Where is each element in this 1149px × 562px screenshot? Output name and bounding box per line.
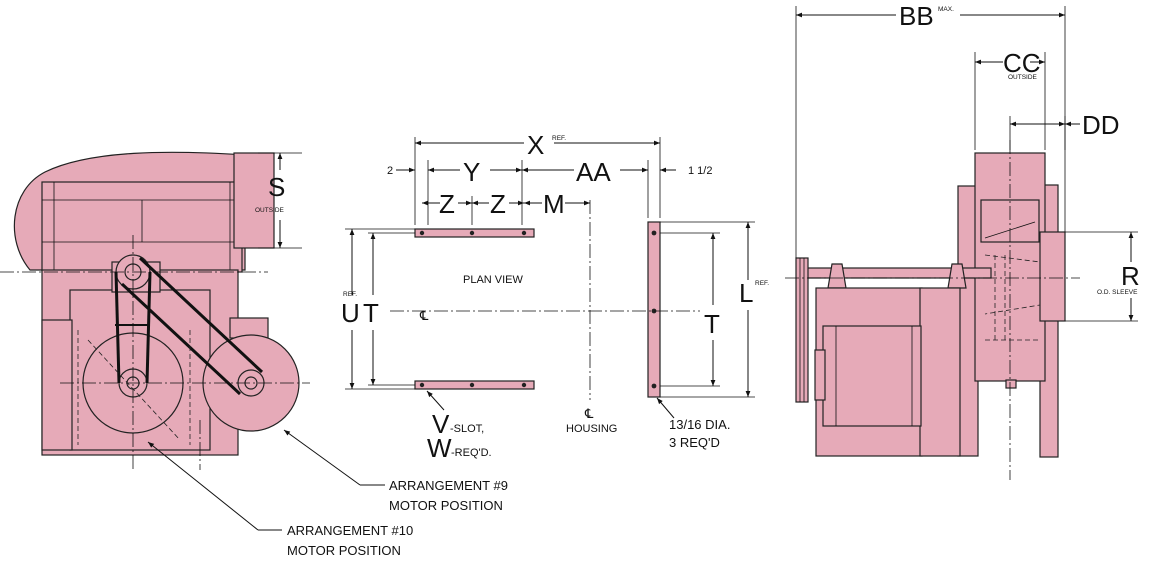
dim-dd: DD — [1009, 110, 1120, 150]
dim-1-5-label: 1 1/2 — [688, 165, 712, 177]
dim-x: X REF. — [414, 130, 661, 225]
dim-row-y: 2 Y AA 1 1/2 — [387, 157, 712, 225]
front-view — [0, 151, 310, 470]
dim-t-left-label: T — [363, 298, 379, 328]
rail-bottom — [414, 380, 535, 390]
housing-label: HOUSING — [566, 423, 617, 435]
dim-s-label: S — [268, 172, 285, 202]
plan-view: ℄ PLAN VIEW — [390, 200, 700, 400]
side-motor — [822, 325, 922, 427]
housing-label-group: ℄ HOUSING — [566, 406, 617, 435]
dim-r: R O.D. SLEEVE — [1065, 231, 1140, 322]
dim-aa-label: AA — [576, 157, 611, 187]
dim-r-label: R — [1121, 261, 1140, 291]
dim-cc-note: OUTSIDE — [1008, 74, 1038, 81]
slot-v-label: V — [432, 409, 450, 439]
dim-row-z: Z Z M — [422, 189, 590, 225]
arr10-line1: ARRANGEMENT #10 — [287, 523, 413, 538]
dim-r-note: O.D. SLEEVE — [1097, 289, 1138, 296]
dim-l-note: REF. — [755, 280, 769, 287]
inlet-sleeve — [1039, 231, 1066, 322]
plan-view-title: PLAN VIEW — [463, 274, 524, 286]
dim-bb-note: MAX. — [938, 6, 954, 13]
hole-callout: 13/16 DIA. 3 REQ'D — [656, 397, 730, 450]
dim-2-label: 2 — [387, 165, 393, 177]
dim-bb: BB MAX. — [795, 1, 1066, 258]
dim-m-label: M — [543, 189, 565, 219]
hole-line2: 3 REQ'D — [669, 435, 720, 450]
side-view — [785, 140, 1080, 480]
dim-z2-label: Z — [490, 189, 506, 219]
dim-t-l-right: T L REF. — [660, 221, 769, 398]
slot-w-label: W — [427, 433, 452, 463]
dim-x-note: REF. — [552, 135, 566, 142]
outlet-top — [233, 152, 275, 249]
arr9-line1: ARRANGEMENT #9 — [389, 478, 508, 493]
rail-top — [414, 228, 535, 238]
dim-cc: CC OUTSIDE — [974, 48, 1046, 150]
arr10-line2: MOTOR POSITION — [287, 543, 401, 558]
callouts: ARRANGEMENT #9 MOTOR POSITION ARRANGEMEN… — [147, 429, 508, 558]
side-base-right — [919, 287, 961, 457]
hole-line1: 13/16 DIA. — [669, 417, 730, 432]
dim-cc-label: CC — [1003, 48, 1041, 78]
dim-u-t-left: U REF. T — [341, 228, 415, 390]
dim-l-label: L — [739, 278, 753, 308]
housing-symbol: ℄ — [584, 406, 594, 421]
dim-x-label: X — [527, 130, 544, 160]
side-panel-left — [41, 319, 73, 451]
slot-callout: V -SLOT, W -REQ'D. — [426, 390, 492, 463]
dim-z1-label: Z — [439, 189, 455, 219]
dim-u-note: REF. — [343, 291, 357, 298]
dim-y-label: Y — [463, 157, 480, 187]
dim-s: S OUTSIDE — [255, 152, 302, 249]
slot-v-note: -SLOT, — [450, 423, 484, 435]
dim-bb-label: BB — [899, 1, 934, 31]
slot-w-note: -REQ'D. — [451, 447, 492, 459]
dim-u-label: U — [341, 298, 360, 328]
side-pulley — [795, 257, 809, 403]
arr9-line2: MOTOR POSITION — [389, 498, 503, 513]
dim-dd-label: DD — [1082, 110, 1120, 140]
dim-s-note: OUTSIDE — [255, 207, 285, 214]
dim-t-right-label: T — [704, 309, 720, 339]
plan-centerline-symbol: ℄ — [419, 308, 429, 323]
